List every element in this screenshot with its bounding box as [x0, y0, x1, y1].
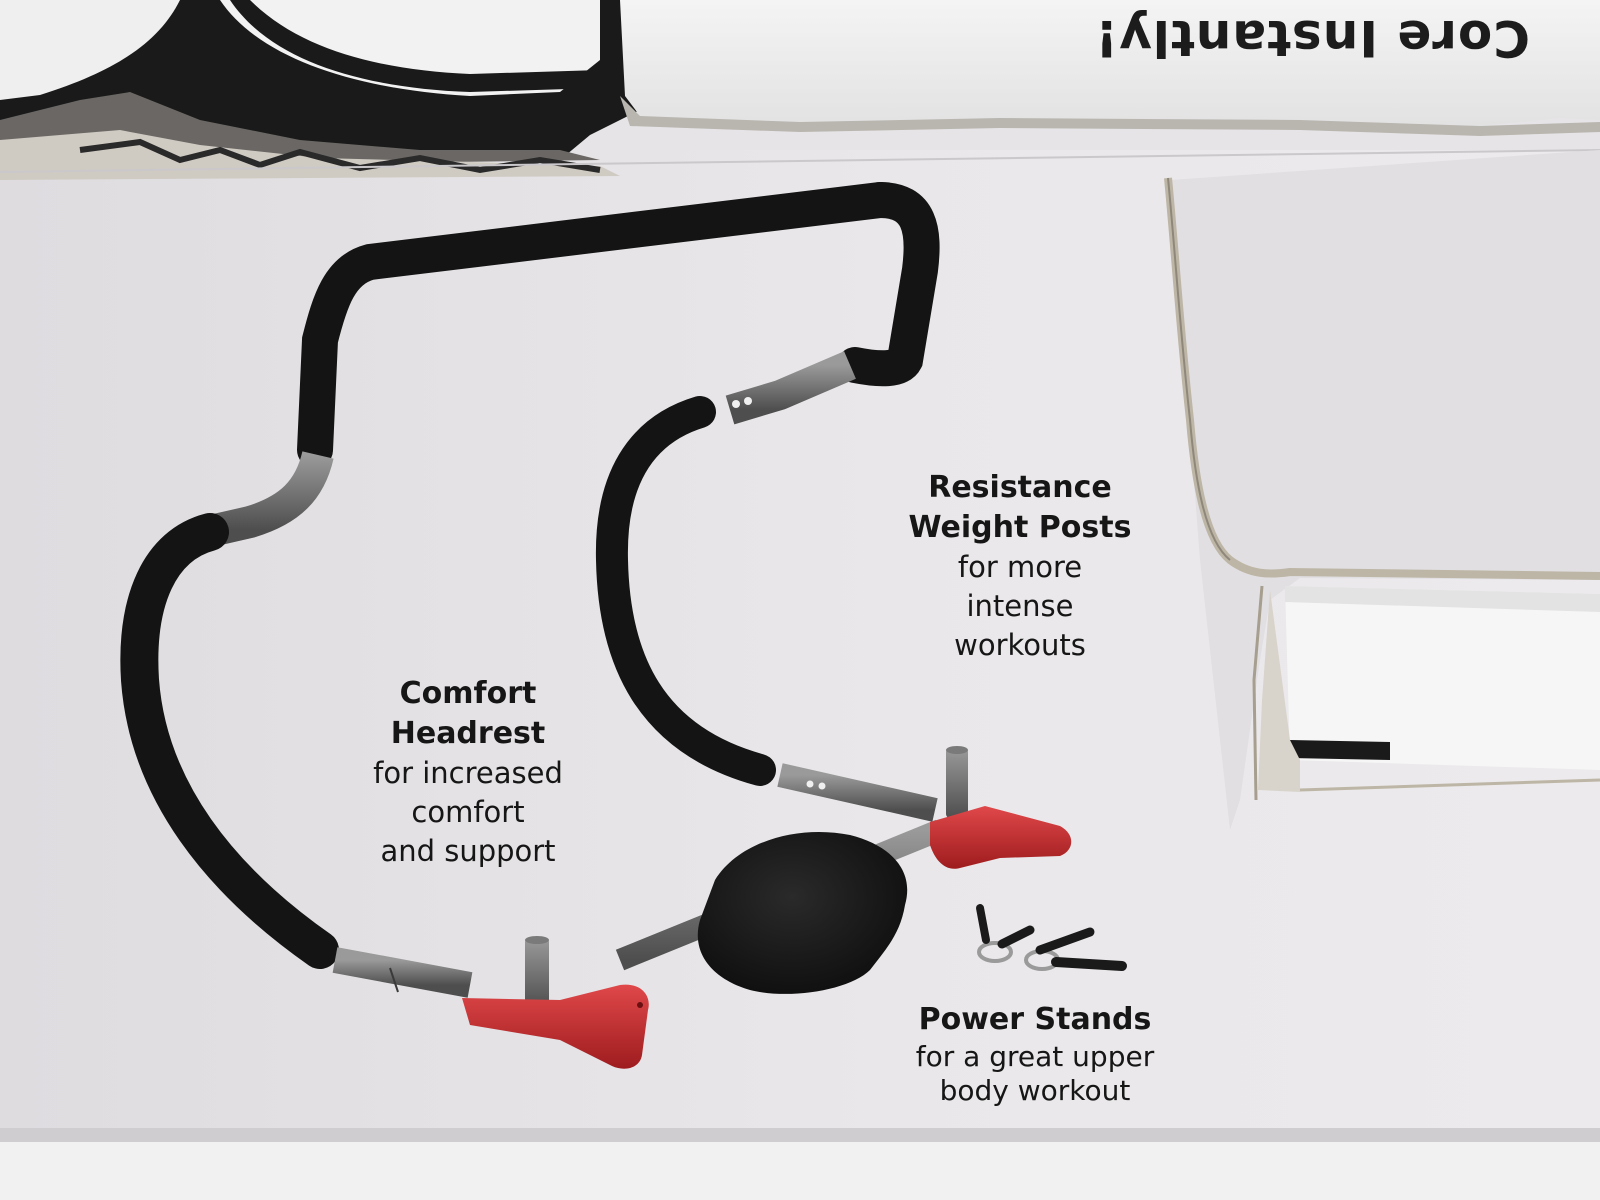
callout-desc-line: for a great upper [915, 1040, 1155, 1073]
right-weight-post [946, 748, 968, 818]
inner-handle-tube [595, 396, 776, 786]
callout-comfort-headrest: Comfort Headrest for increased comfort a… [318, 674, 618, 871]
right-red-stand [930, 806, 1072, 869]
floor-strip [0, 1140, 1600, 1200]
callout-desc-line: body workout [939, 1074, 1131, 1107]
power-stand-clips [976, 904, 1127, 971]
callout-title-line: Headrest [390, 716, 546, 751]
callout-resistance-weight-posts: Resistance Weight Posts for more intense… [850, 468, 1190, 665]
outer-handle-tube [837, 182, 940, 387]
torn-cardboard [1170, 150, 1600, 830]
upside-down-flap-text: Core Instantly! [1094, 9, 1530, 67]
callout-desc-line: and support [380, 834, 556, 868]
seat-pad [697, 832, 908, 994]
top-flap-white-left [0, 0, 180, 100]
callout-title-line: Resistance [928, 470, 1112, 505]
callout-desc-line: intense [966, 589, 1074, 623]
callout-title-line: Comfort [399, 676, 537, 711]
callout-desc-line: for increased [373, 756, 563, 790]
callout-desc-line: for more [957, 550, 1083, 584]
callout-title-line: Weight Posts [908, 510, 1132, 545]
top-flap-white [620, 0, 1600, 126]
inner-box [1285, 586, 1600, 770]
callout-desc-line: comfort [411, 795, 525, 829]
callout-title-line: Power Stands [918, 1002, 1152, 1037]
left-weight-post [525, 938, 549, 1008]
callout-desc-line: workouts [954, 628, 1086, 662]
callout-power-stands: Power Stands for a great upper body work… [880, 1000, 1190, 1108]
left-red-stand [462, 984, 649, 1069]
